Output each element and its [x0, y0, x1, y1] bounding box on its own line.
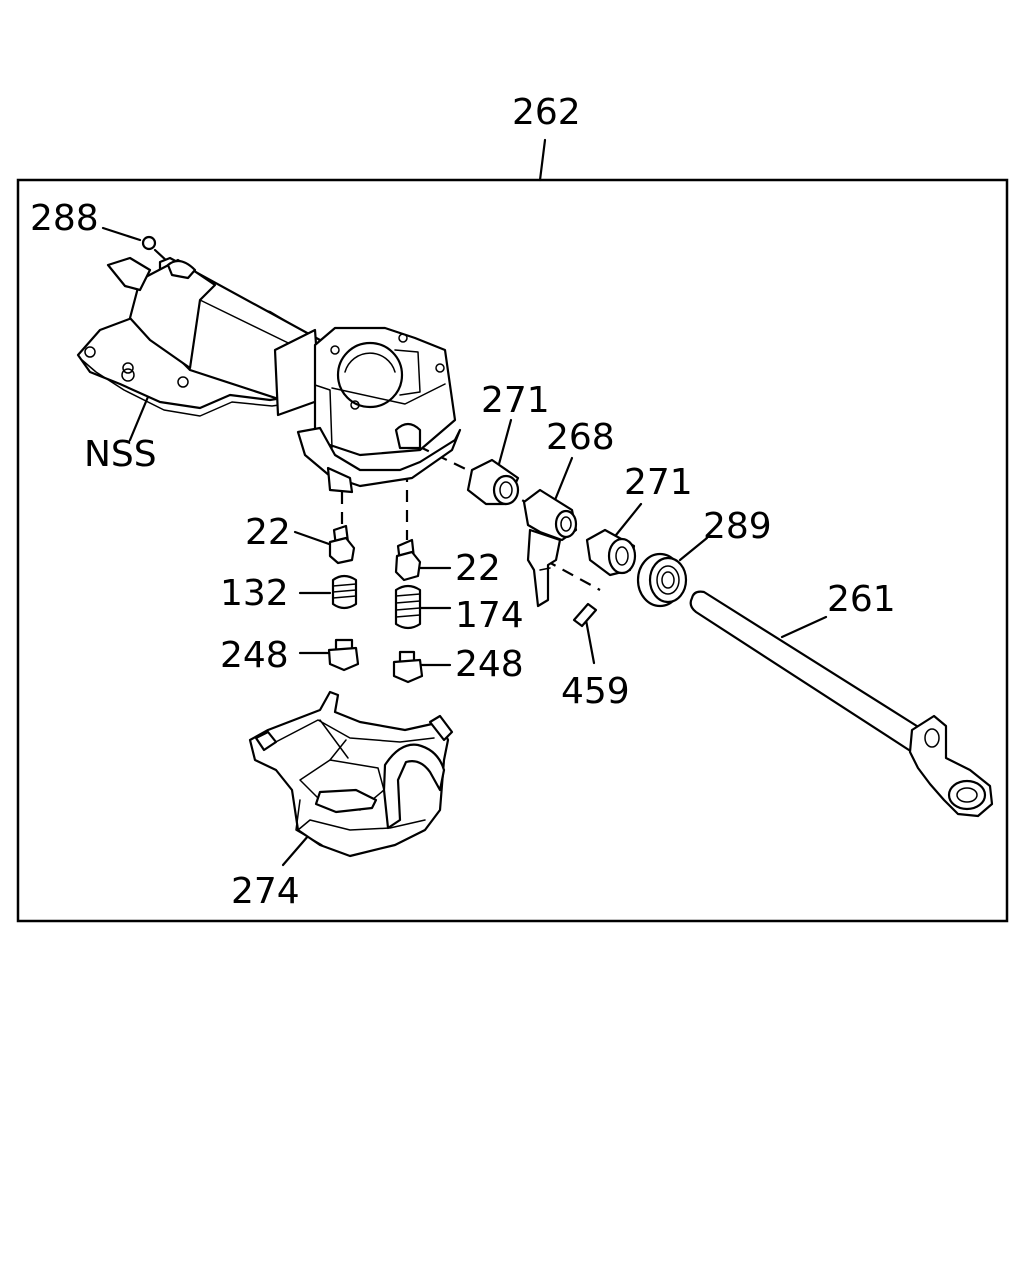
callout-262: 262 — [512, 92, 581, 133]
plunger-stack-left — [327, 524, 360, 672]
callout-274: 274 — [231, 871, 300, 912]
callout-289: 289 — [703, 506, 772, 547]
callout-261: 261 — [827, 579, 896, 620]
callout-459: 459 — [561, 671, 630, 712]
bushing-lower — [585, 528, 637, 577]
shifter-housing — [76, 235, 462, 494]
callout-248-right: 248 — [455, 644, 524, 685]
callout-22-right: 22 — [455, 548, 501, 589]
callout-132: 132 — [220, 573, 289, 614]
leader-lines — [101, 138, 828, 867]
callout-271-upper: 271 — [481, 380, 550, 421]
bearing — [636, 552, 688, 608]
plunger-stack-right — [392, 538, 424, 684]
shift-shaft — [689, 590, 994, 818]
callout-22-left: 22 — [245, 512, 291, 553]
callout-288: 288 — [30, 198, 99, 239]
callout-248-left: 248 — [220, 635, 289, 676]
roll-pin — [572, 602, 598, 628]
callout-271-lower: 271 — [624, 462, 693, 503]
callout-268: 268 — [546, 417, 615, 458]
bushing-upper — [466, 458, 520, 506]
callout-174: 174 — [455, 595, 524, 636]
boot-cover — [248, 690, 454, 858]
assembly-frame — [16, 178, 1009, 923]
callout-nss: NSS — [84, 434, 157, 475]
select-lever — [522, 488, 578, 608]
